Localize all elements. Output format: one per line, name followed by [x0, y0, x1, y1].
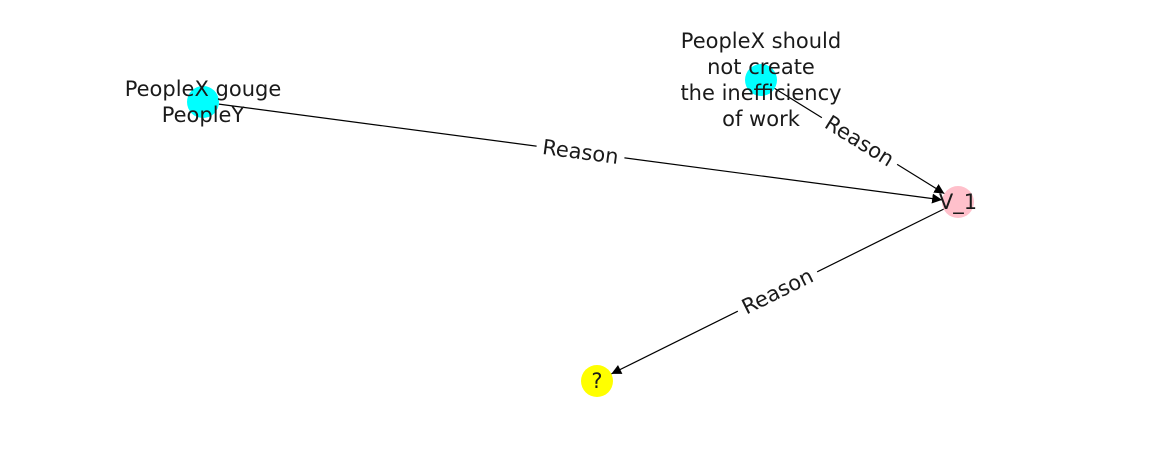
node-label-line: ?: [591, 369, 602, 393]
edge-label-group: Reason: [732, 260, 823, 323]
node-v1-label: V_1: [939, 190, 977, 215]
edge-label-background: [815, 106, 904, 176]
edge-label: Reason: [821, 111, 899, 172]
node-label-line: not create: [707, 55, 815, 79]
edge-label: Reason: [541, 135, 620, 169]
edge-label-background: [732, 260, 823, 323]
nodes-layer: [187, 64, 974, 397]
node-v1-circle: [942, 186, 974, 218]
node-label-line: PeopleX should: [681, 29, 841, 53]
node-peoplex-should-not-create-inefficiency-circle: [745, 64, 777, 96]
node-label-line: PeopleY: [162, 103, 245, 127]
node-label-line: the inefficiency: [680, 81, 841, 105]
edge-label-background: [534, 133, 627, 171]
edge-label-group: Reason: [534, 133, 627, 171]
node-label-line: V_1: [939, 190, 977, 215]
node-question-label: ?: [591, 369, 602, 393]
node-peoplex-gouge-peopley-circle: [187, 86, 219, 118]
node-question-circle: [581, 365, 613, 397]
edge-label-group: Reason: [815, 106, 904, 176]
node-label-line: PeopleX gouge: [125, 77, 282, 101]
node-label-line: of work: [722, 107, 801, 131]
